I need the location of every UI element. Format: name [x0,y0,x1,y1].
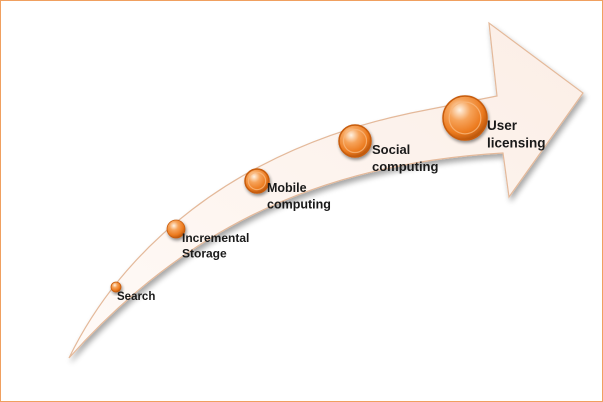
stage-label-line: licensing [487,136,546,151]
stage-label-mobile-computing: Mobile computing [267,181,331,211]
stage-nodes [110,95,488,293]
curved-arrow-shape [68,21,584,359]
stage-node-search [110,281,122,293]
stage-label-line: Incremental [182,231,249,245]
stage-node-ring-social-computing [342,128,368,154]
stage-label-line: Mobile [267,181,307,195]
stage-label-line: computing [267,197,331,211]
stage-node-incremental-storage [166,219,186,239]
stage-label-search: Search [117,291,155,303]
stage-node-ring-user-licensing [448,101,482,135]
stage-label-line: Search [117,291,155,303]
stage-node-ring-mobile-computing [247,171,267,191]
stage-label-line: computing [372,159,438,174]
stage-label-line: Social [372,142,410,157]
stage-label-line: Storage [182,247,227,261]
stage-label-line: User [487,118,518,133]
stage-label-user-licensing: User licensing [487,118,546,151]
stage-label-social-computing: Social computing [372,142,438,174]
